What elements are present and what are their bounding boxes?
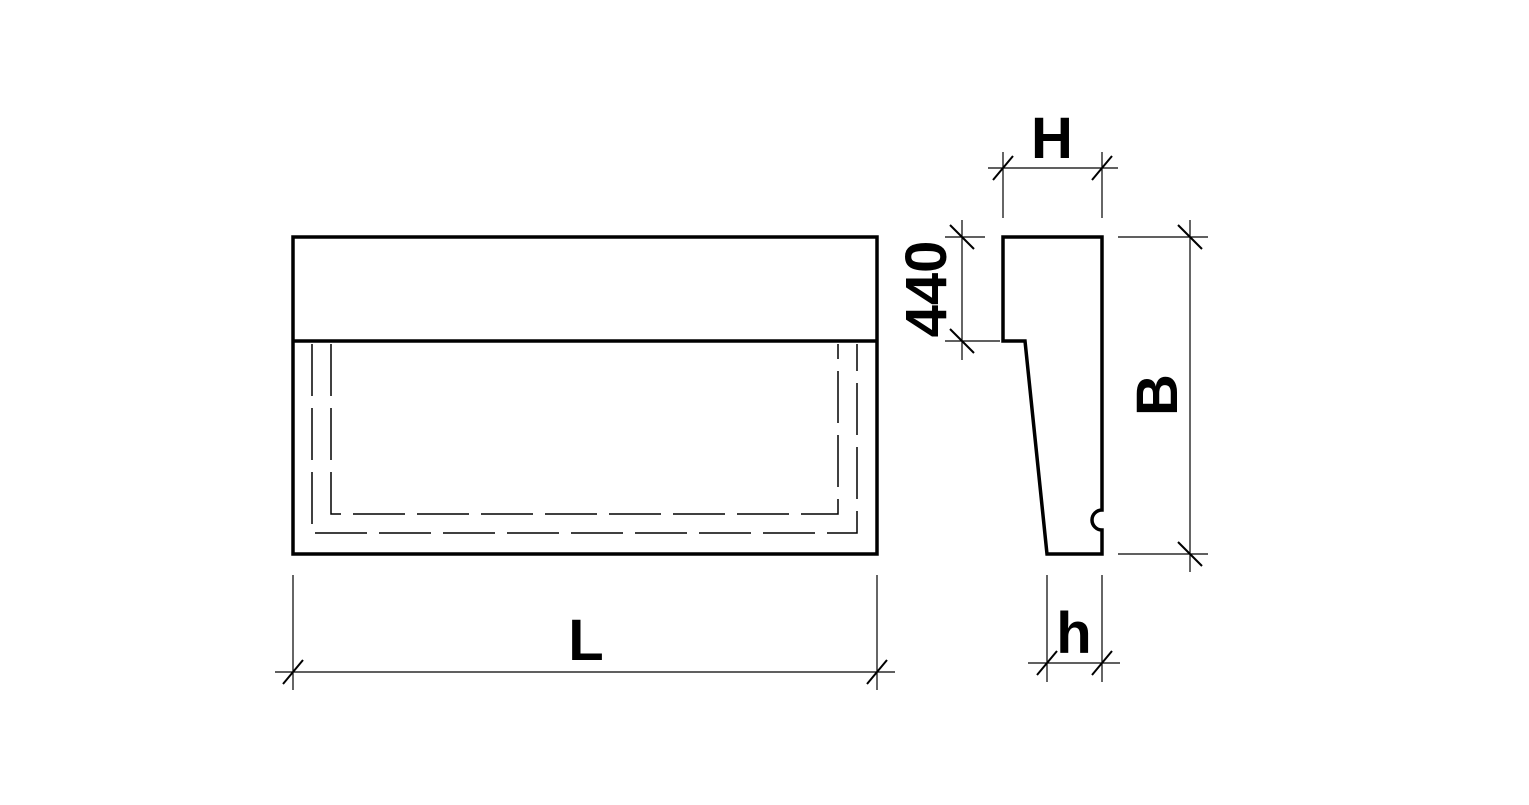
dimension-top-height: H	[988, 106, 1118, 218]
tick-mark	[1036, 650, 1058, 676]
tick-mark	[1177, 541, 1203, 567]
dimension-label-top-depth: 440	[894, 241, 959, 338]
dimension-label-bottom-height: h	[1056, 601, 1091, 666]
tick-mark	[1177, 224, 1203, 250]
tick-mark	[949, 328, 975, 354]
side-profile	[1001, 235, 1104, 556]
dimension-bottom-height: h	[1028, 575, 1120, 682]
tick-mark	[282, 659, 304, 685]
front-view	[291, 235, 879, 556]
tick-mark	[866, 659, 888, 685]
tick-mark	[992, 155, 1014, 181]
dimension-top-depth: 440	[894, 220, 1000, 360]
dimension-label-width: B	[1125, 374, 1190, 416]
tick-mark	[1091, 155, 1113, 181]
dimension-length: L	[275, 575, 895, 690]
hidden-outline-inner	[330, 344, 839, 515]
dimension-label-top-height: H	[1031, 106, 1073, 171]
dimension-width: B	[1118, 220, 1208, 572]
dimension-label-length: L	[568, 608, 603, 673]
front-view-outline	[291, 235, 879, 556]
tick-mark	[1091, 650, 1113, 676]
side-profile-outline	[1001, 235, 1104, 556]
tick-mark	[949, 224, 975, 250]
hidden-outline-outer	[311, 344, 858, 534]
